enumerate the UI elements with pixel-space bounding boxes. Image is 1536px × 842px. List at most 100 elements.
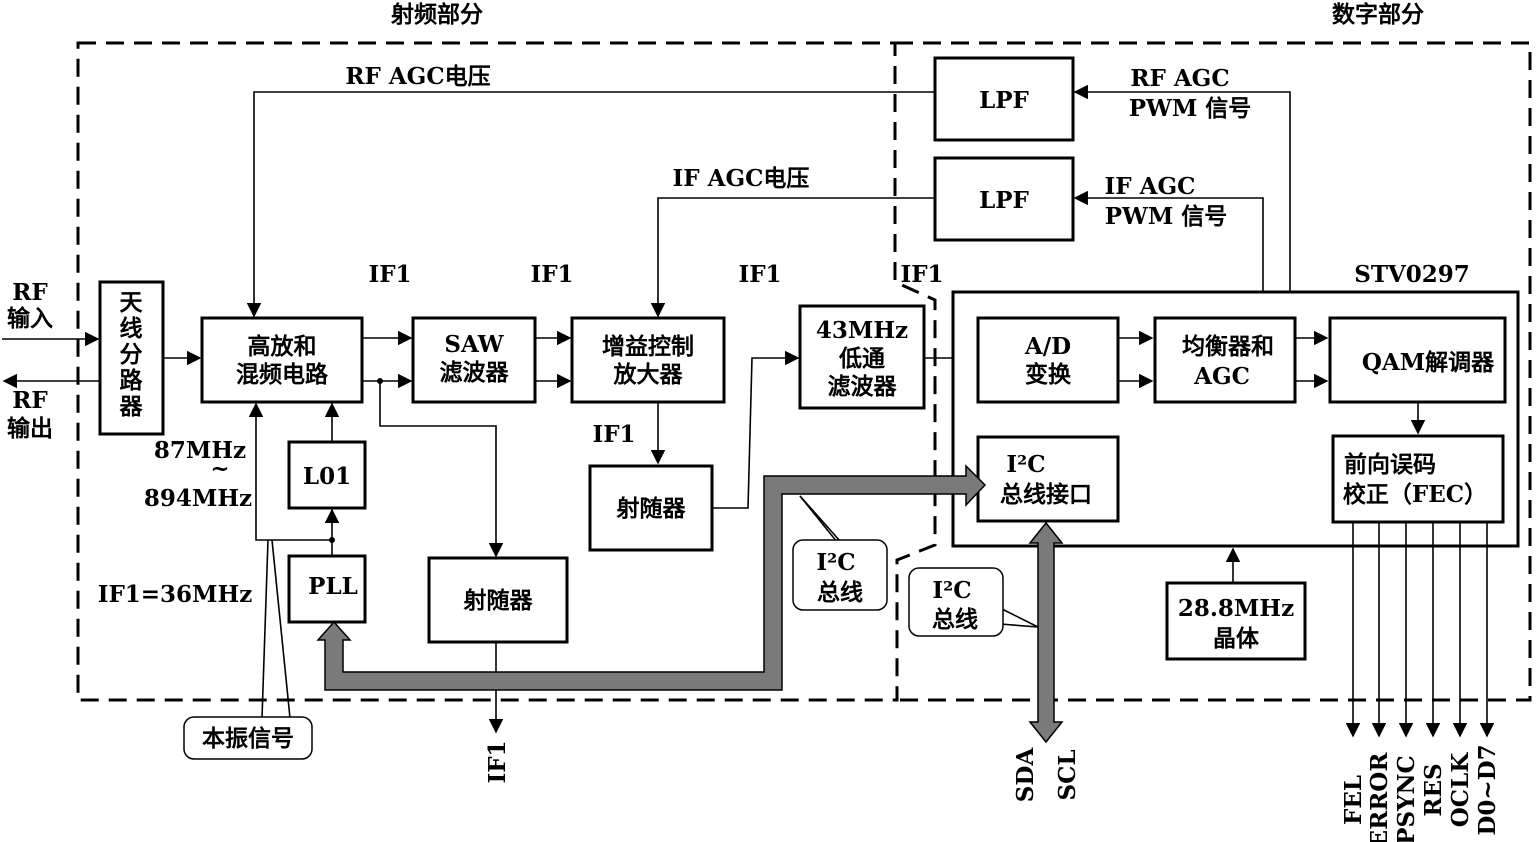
freq-low-label: 87MHz xyxy=(154,437,246,464)
saw-filter-box xyxy=(411,316,537,404)
fec-box xyxy=(1331,434,1505,524)
amp-mixer-line-1: 高放和 xyxy=(248,333,317,360)
lo-signal-label: 本振信号 xyxy=(202,725,294,752)
equalizer-agc-line-1: 均衡器和 xyxy=(1182,333,1274,360)
gain-amp-line-2: 放大器 xyxy=(613,361,684,388)
if1-output-label: IF1 xyxy=(484,740,511,783)
pll-box xyxy=(287,554,367,624)
amp-mixer-box xyxy=(200,316,364,404)
i2c-callout-1-line-2: 总线 xyxy=(817,579,863,606)
equalizer-agc-line-2: AGC xyxy=(1193,363,1250,390)
fec-line-2: 校正（FEC） xyxy=(1343,481,1487,508)
if1-label-e: IF1 xyxy=(900,261,943,288)
if-agc-voltage-wire xyxy=(650,197,935,318)
i2c-interface-box xyxy=(976,435,1120,523)
antenna-splitter-char-3: 分 xyxy=(120,341,143,368)
lo-callout-leader-2 xyxy=(271,539,291,719)
i2c-callout-1 xyxy=(792,539,888,611)
rf-input-label-1: RF xyxy=(12,279,48,306)
lpf-top-box xyxy=(933,56,1075,142)
if-agc-pwm-wire xyxy=(1073,190,1264,318)
rf-agc-pwm-label-1: RF AGC xyxy=(1130,65,1229,92)
lpf-top-label: LPF xyxy=(979,87,1029,114)
rf-agc-pwm-wire xyxy=(1073,84,1291,318)
fec-line-1: 前向误码 xyxy=(1344,451,1436,478)
lo-callout-leader-1 xyxy=(261,539,269,719)
mixer-to-follower2-wire xyxy=(379,381,504,558)
lpf-43mhz-box xyxy=(798,304,926,410)
digital-section-title: 数字部分 xyxy=(1332,1,1424,28)
i2c-bus-pll xyxy=(316,464,987,691)
if-agc-pwm-label-2: PWM 信号 xyxy=(1105,203,1228,230)
rf-output-label-1: RF xyxy=(12,387,48,414)
saw-filter-line-2: 滤波器 xyxy=(440,359,510,386)
if-agc-pwm-label-1: IF AGC xyxy=(1105,173,1196,200)
i2c-callout-1-line-1: I²C xyxy=(816,549,855,576)
pin-scl: SCL xyxy=(1054,749,1081,800)
antenna-splitter-char-4: 路 xyxy=(120,367,144,394)
rf-section-border xyxy=(76,41,937,702)
crystal-line-1: 28.8MHz xyxy=(1178,595,1294,622)
out-pin-oclk: OCLK xyxy=(1447,752,1474,828)
digital-section-border xyxy=(895,41,1532,702)
freq-high-label: 894MHz xyxy=(144,485,252,512)
adc-line-2: 变换 xyxy=(1025,361,1072,388)
lpf-mid-box xyxy=(933,156,1075,242)
i2c-callout-2-leader-b xyxy=(999,623,1039,628)
crystal-box xyxy=(1165,581,1307,661)
if1-label-a: IF1 xyxy=(368,261,411,288)
antenna-splitter-char-5: 器 xyxy=(119,393,144,420)
rf-section-title: 射频部分 xyxy=(390,1,483,28)
rf-agc-voltage-wire xyxy=(246,91,935,318)
lpf-43mhz-line-3: 滤波器 xyxy=(828,373,898,400)
lo1-box xyxy=(287,440,367,510)
i2c-interface-line-2: 总线接口 xyxy=(1000,481,1092,508)
lo-feedback-wire xyxy=(248,402,332,541)
lo1-label: L01 xyxy=(303,463,351,490)
emitter-follower-1-box xyxy=(588,464,714,552)
if-agc-voltage-label: IF AGC电压 xyxy=(673,165,810,192)
rf-input-label-2: 输入 xyxy=(7,305,53,332)
out-pin-d0-d7: D0~D7 xyxy=(1474,744,1501,835)
out-pin-fel: FEL xyxy=(1340,775,1367,825)
lpf-43mhz-line-1: 43MHz xyxy=(816,317,908,344)
rf-agc-voltage-label: RF AGC电压 xyxy=(345,63,490,90)
i2c-callout-2-line-1: I²C xyxy=(932,577,971,604)
qam-demod-box xyxy=(1328,316,1507,404)
i2c-callout-2 xyxy=(908,567,1004,637)
lpf-mid-label: LPF xyxy=(979,187,1029,214)
crystal-line-2: 晶体 xyxy=(1213,625,1260,652)
gain-amp-box xyxy=(570,316,726,404)
i2c-callout-2-line-2: 总线 xyxy=(932,606,978,633)
if1-label-d: IF1 xyxy=(592,421,635,448)
pin-sda: SDA xyxy=(1012,747,1039,803)
emitter-follower-1-label: 射随器 xyxy=(616,495,687,522)
rf-output-label-2: 输出 xyxy=(7,415,53,442)
stv0297-label: STV0297 xyxy=(1354,261,1470,288)
if1-label-c: IF1 xyxy=(738,261,781,288)
i2c-bus-sda-scl xyxy=(1028,521,1064,744)
equalizer-agc-box xyxy=(1153,316,1297,404)
emitter-follower-2-box xyxy=(427,556,569,644)
freq-tilde-label: ~ xyxy=(210,455,229,482)
if1-label-b: IF1 xyxy=(530,261,573,288)
rf-agc-pwm-label-2: PWM 信号 xyxy=(1129,95,1252,122)
i2c-callout-2-leader-a xyxy=(999,607,1039,628)
lo-signal-callout xyxy=(183,716,313,760)
amp-mixer-line-2: 混频电路 xyxy=(236,361,329,388)
saw-filter-line-1: SAW xyxy=(444,331,504,358)
adc-line-1: A/D xyxy=(1024,333,1071,360)
out-pin-psync: PSYNC xyxy=(1393,755,1420,842)
antenna-splitter-char-2: 线 xyxy=(120,315,143,342)
out-pin-res: RES xyxy=(1420,763,1447,816)
follower-to-lpf43-wire xyxy=(712,350,800,509)
qam-demod-label: QAM解调器 xyxy=(1362,349,1495,376)
lpf-43mhz-line-2: 低通 xyxy=(838,345,885,372)
pll-label: PLL xyxy=(308,573,358,600)
out-pin-error: ERROR xyxy=(1366,752,1393,842)
antenna-splitter-char-1: 天 xyxy=(120,289,144,316)
gain-amp-line-1: 增益控制 xyxy=(602,333,694,360)
i2c-interface-line-1: I²C xyxy=(1006,451,1045,478)
antenna-splitter-box xyxy=(98,280,165,436)
